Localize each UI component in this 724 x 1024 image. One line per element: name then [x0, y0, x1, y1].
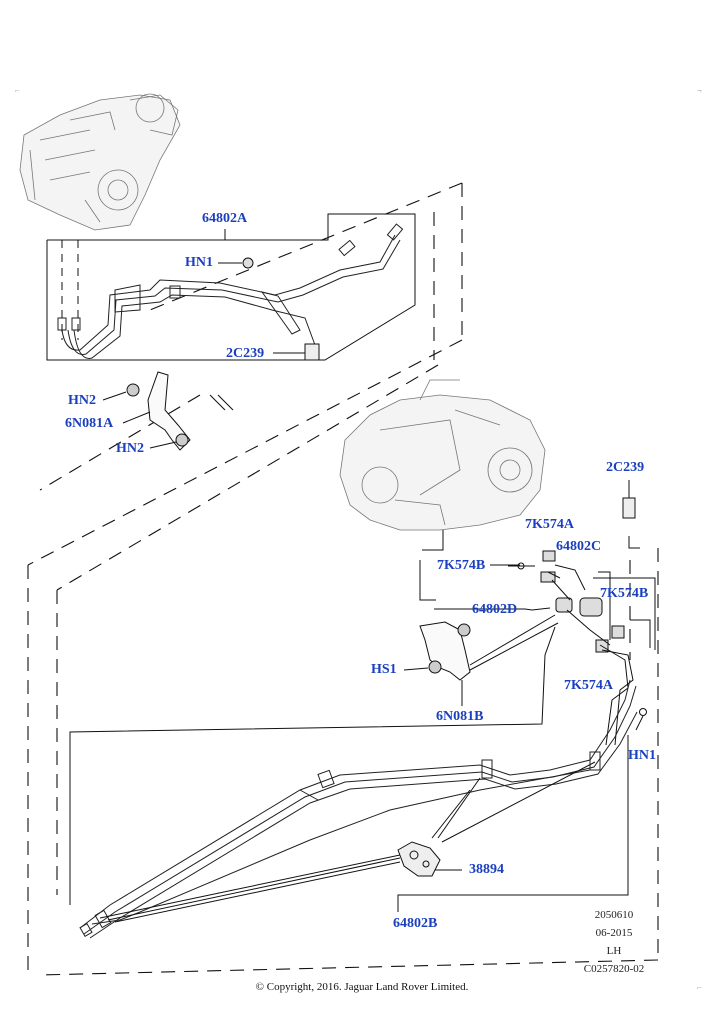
- diagram-side: LH: [606, 945, 622, 957]
- callout-2C239-top[interactable]: 2C239: [226, 346, 265, 361]
- callout-6N081B[interactable]: 6N081B: [436, 709, 484, 724]
- callout-7K574B-left[interactable]: 7K574B: [437, 558, 486, 573]
- dashed-boundary-upper: [27, 182, 463, 970]
- diagram-ref-number: 2050610: [594, 909, 634, 921]
- valve-2C239-top: [273, 343, 320, 361]
- upper-brake-pipes: [57, 223, 404, 359]
- differential-illustration: [339, 379, 546, 531]
- diagram-date: 06-2015: [595, 927, 633, 939]
- callout-HN2-a[interactable]: HN2: [68, 393, 96, 408]
- callout-HN1-right[interactable]: HN1: [628, 748, 656, 763]
- bracket-6N081A: [102, 371, 234, 451]
- callout-64802C[interactable]: 64802C: [556, 539, 602, 554]
- bracket-6N081B: [403, 614, 559, 706]
- transfer-case-illustration: [19, 93, 181, 231]
- corner-mark-top-right: ¬: [697, 86, 702, 95]
- bolt-HN1-top: [218, 257, 254, 269]
- corner-mark-top-left: ⌐: [15, 86, 20, 95]
- callout-64802D[interactable]: 64802D: [472, 602, 518, 617]
- callout-HN1-top[interactable]: HN1: [185, 255, 213, 270]
- callout-6N081A[interactable]: 6N081A: [65, 416, 114, 431]
- dashed-boundary-lower: [39, 548, 659, 976]
- diagram-code: C0257820-02: [583, 963, 645, 975]
- clip-38894: [397, 841, 441, 877]
- corner-mark-bottom-right: ⌐: [697, 983, 702, 992]
- copyright-notice: © Copyright, 2016. Jaguar Land Rover Lim…: [255, 981, 469, 993]
- lower-fittings: [517, 550, 656, 746]
- bracket-64802A: [46, 213, 416, 361]
- callout-7K574A-top[interactable]: 7K574A: [525, 517, 574, 532]
- callout-7K574A-mid[interactable]: 7K574A: [564, 678, 613, 693]
- callout-HS1[interactable]: HS1: [371, 662, 397, 677]
- callout-7K574B-right[interactable]: 7K574B: [600, 586, 649, 601]
- callout-64802B[interactable]: 64802B: [393, 916, 438, 931]
- callout-64802A[interactable]: 64802A: [202, 211, 248, 226]
- callout-38894[interactable]: 38894: [469, 862, 504, 877]
- callout-HN2-b[interactable]: HN2: [116, 441, 144, 456]
- lower-brake-pipes: [79, 679, 638, 939]
- callout-2C239-right[interactable]: 2C239: [606, 460, 645, 475]
- valve-2C239-right: [622, 480, 640, 549]
